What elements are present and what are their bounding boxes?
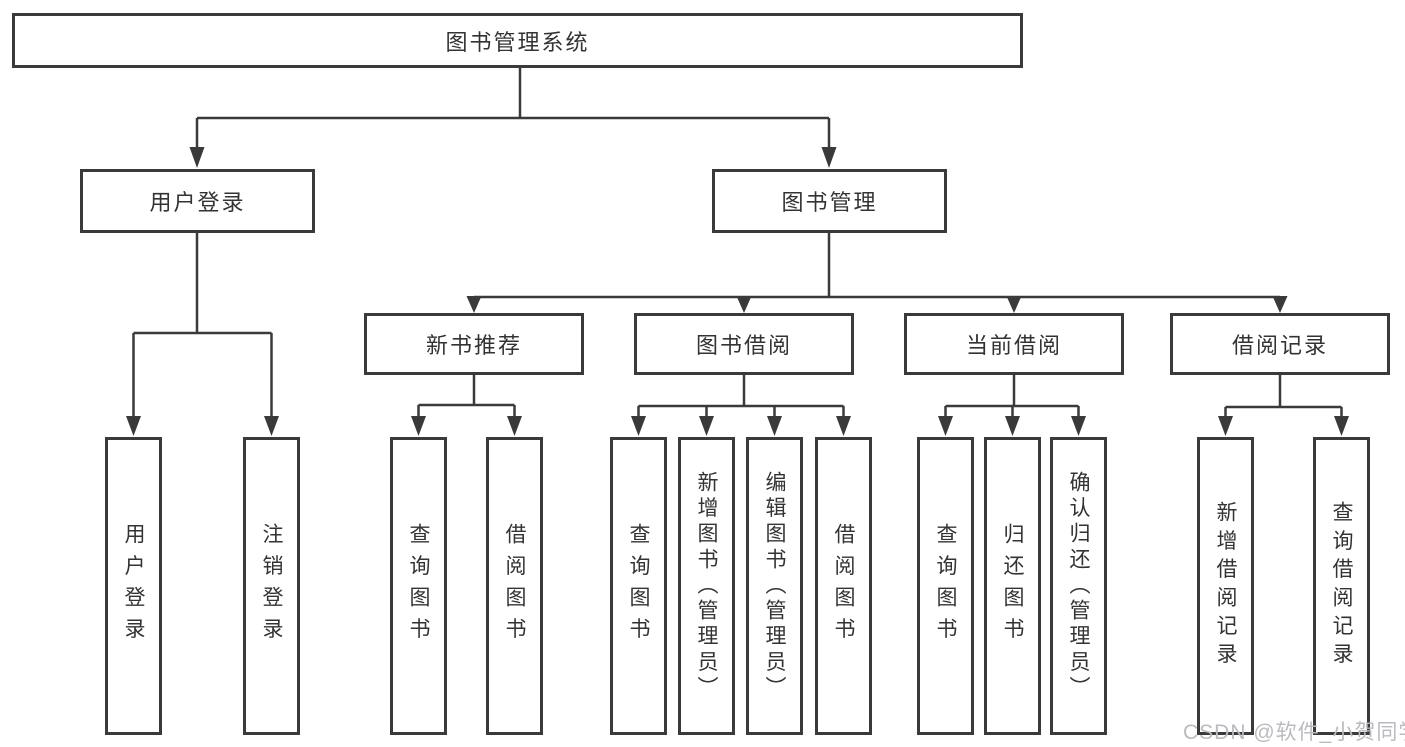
leaf-label: 借阅图书 [832, 523, 855, 649]
node-user-login-leaf: 用户登录 [105, 437, 162, 735]
leaf-label: 归还图书 [1001, 523, 1024, 649]
node-current-borrowing: 当前借阅 [904, 313, 1124, 375]
node-logout-leaf: 注销登录 [243, 437, 300, 735]
leaf-label: 查询图书 [407, 523, 430, 649]
leaf-label: 查询借阅记录 [1330, 500, 1353, 672]
node-cb-query-books: 查询图书 [917, 437, 974, 735]
node-new-book-recommend: 新书推荐 [364, 313, 584, 375]
node-bb-query-books: 查询图书 [610, 437, 667, 735]
node-bb-borrow-books: 借阅图书 [815, 437, 872, 735]
leaf-label: 新增图书（管理员） [695, 470, 718, 702]
node-br-add-record: 新增借阅记录 [1197, 437, 1254, 735]
node-borrow-records: 借阅记录 [1170, 313, 1390, 375]
node-bb-edit-books-admin: 编辑图书（管理员） [746, 437, 803, 735]
csdn-watermark: CSDN @软件_小贺同学 [1183, 721, 1405, 744]
node-book-borrowing: 图书借阅 [634, 313, 854, 375]
leaf-label: 用户登录 [122, 523, 145, 649]
node-cb-return-books: 归还图书 [984, 437, 1041, 735]
node-nb-query-books: 查询图书 [390, 437, 447, 735]
node-bb-add-books-admin: 新增图书（管理员） [678, 437, 735, 735]
node-root: 图书管理系统 [12, 13, 1023, 68]
node-book-management: 图书管理 [712, 169, 947, 233]
leaf-label: 新增借阅记录 [1214, 500, 1237, 672]
node-user-login: 用户登录 [80, 169, 315, 233]
node-cb-confirm-return-admin: 确认归还（管理员） [1050, 437, 1107, 735]
leaf-label: 借阅图书 [503, 523, 526, 649]
leaf-label: 编辑图书（管理员） [763, 470, 786, 702]
node-nb-borrow-books: 借阅图书 [486, 437, 543, 735]
leaf-label: 查询图书 [627, 523, 650, 649]
leaf-label: 注销登录 [260, 523, 283, 649]
leaf-label: 查询图书 [934, 523, 957, 649]
leaf-label: 确认归还（管理员） [1067, 470, 1090, 702]
node-br-query-record: 查询借阅记录 [1313, 437, 1370, 735]
